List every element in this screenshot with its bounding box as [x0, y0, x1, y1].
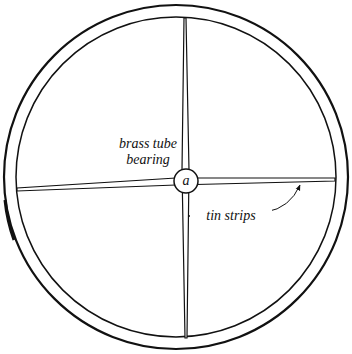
- outer-rim: [4, 5, 348, 349]
- part-label: brass tube bearing: [115, 136, 181, 168]
- part-letter: a: [180, 173, 192, 189]
- part-label: tin strips: [190, 208, 272, 224]
- rim-shade: [5, 200, 14, 240]
- brass-tube-hub: [174, 169, 198, 193]
- inner-rim: [16, 17, 336, 337]
